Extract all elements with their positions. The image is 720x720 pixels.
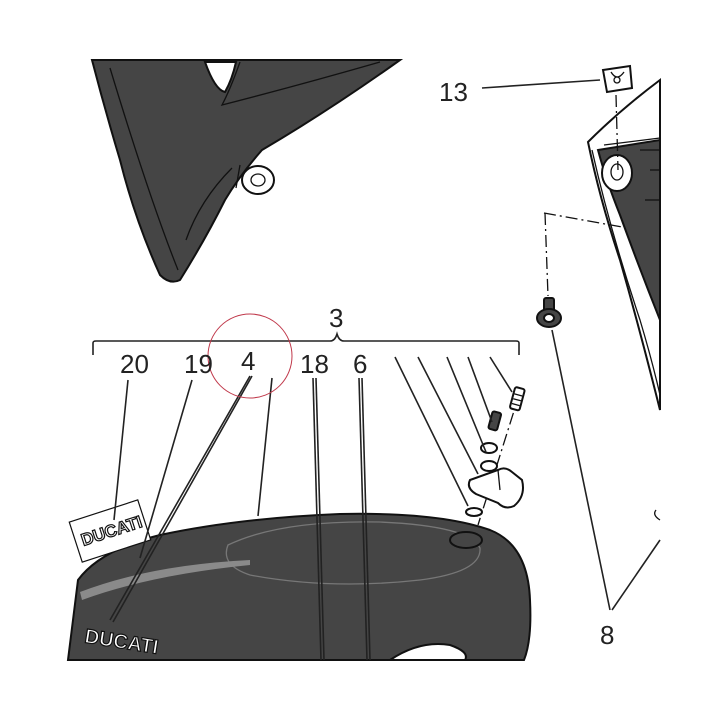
callout-3-label: 3 [329,303,343,333]
callout-18-label: 18 [300,349,329,379]
panel-screw [536,297,562,328]
callout-8-label: 8 [600,620,614,650]
callout-6-label: 6 [353,349,367,379]
upper-left-fairing-panel [90,59,404,283]
right-side-panel [586,77,661,521]
leader-lines [109,79,661,661]
callout-19-label: 19 [184,349,213,379]
highlight-circle [207,313,293,399]
assembly-centerlines [477,94,623,526]
callout-4-label: 4 [241,346,255,376]
callout-3-bracket [92,331,520,355]
speed-nut-clip [601,64,634,94]
callout-13-label: 13 [439,77,468,107]
callout-20-label: 20 [120,349,149,379]
fuel-cap-hardware [465,386,526,517]
decal-20: DUCATI [68,499,152,563]
